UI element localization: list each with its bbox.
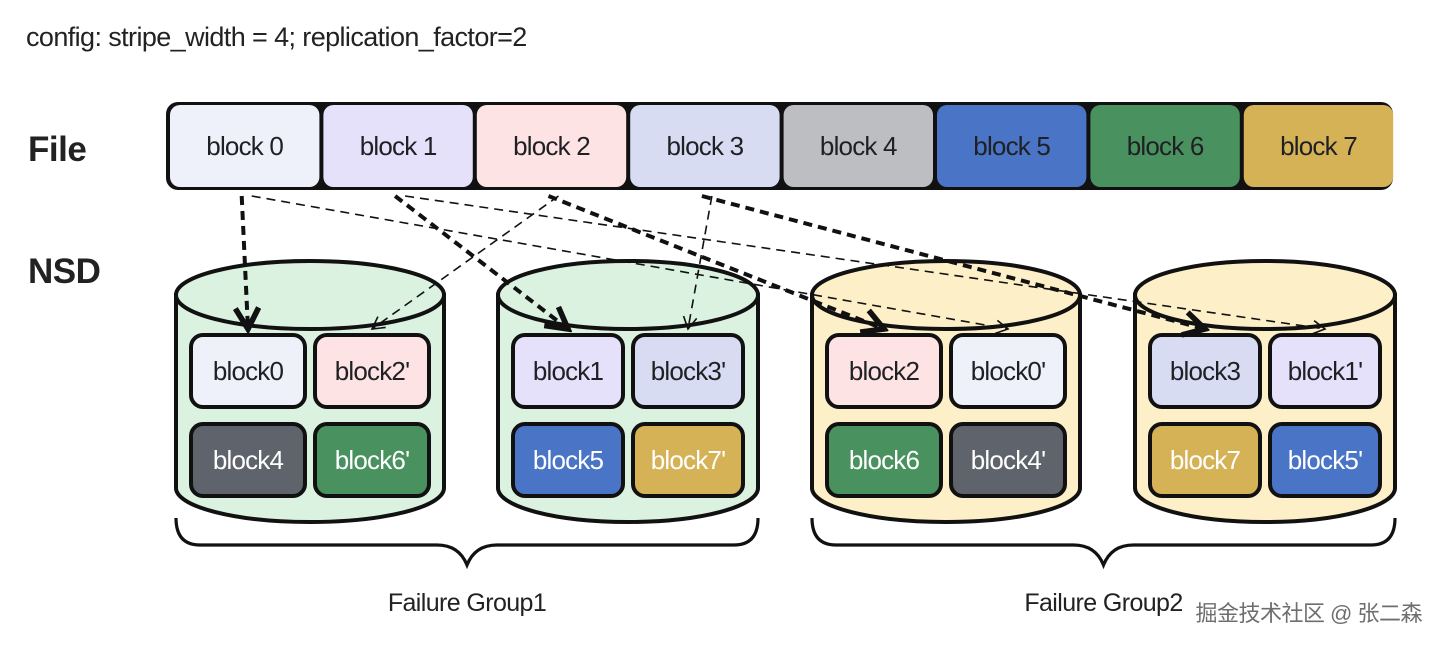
nsd-block-cell bbox=[511, 422, 625, 498]
file-block-0: block 0 bbox=[170, 105, 320, 187]
file-block-2: block 2 bbox=[476, 105, 627, 187]
file-block-cell bbox=[1090, 105, 1240, 187]
nsd-block-cell bbox=[189, 422, 307, 498]
nsd-block-cell bbox=[631, 422, 745, 498]
nsd-row-label: NSD bbox=[28, 252, 101, 291]
file-block-7: block 7 bbox=[1243, 105, 1394, 187]
nsd-block: block1 bbox=[511, 333, 625, 409]
replica-arrow-block2-to-nsd0 bbox=[370, 195, 559, 330]
nsd-block-cell bbox=[1148, 422, 1262, 498]
nsd-block-cell bbox=[825, 422, 943, 498]
nsd-block-cell bbox=[1268, 333, 1382, 409]
nsd-block-label: block6 bbox=[849, 445, 920, 475]
nsd-block: block2' bbox=[313, 333, 431, 409]
nsd-block-label: block1 bbox=[533, 356, 604, 386]
nsd-block-label: block1' bbox=[1288, 356, 1363, 386]
file-block-cell bbox=[937, 105, 1087, 187]
nsd-block: block6' bbox=[313, 422, 431, 498]
nsd-block-label: block4' bbox=[971, 445, 1046, 475]
primary-arrow-block2-to-nsd2 bbox=[547, 194, 885, 329]
nsd-block-label: block2 bbox=[849, 356, 920, 386]
nsd-top bbox=[496, 259, 760, 331]
file-block-label: block 7 bbox=[1280, 131, 1357, 161]
failure-group-brace bbox=[810, 517, 1397, 570]
file-block-label: block 6 bbox=[1127, 131, 1204, 161]
replica-arrow-block1-to-nsd3 bbox=[404, 195, 1327, 335]
file-block-6: block 6 bbox=[1090, 105, 1240, 187]
nsd-block-label: block2' bbox=[335, 356, 410, 386]
nsd-block-label: block5' bbox=[1288, 445, 1363, 475]
nsd-block: block7 bbox=[1148, 422, 1262, 498]
file-block-cell bbox=[630, 105, 780, 187]
nsd-block: block6 bbox=[825, 422, 943, 498]
nsd-block-label: block0' bbox=[971, 356, 1046, 386]
nsd-block-cell bbox=[631, 333, 745, 409]
nsd-block-label: block3 bbox=[1170, 356, 1241, 386]
nsd-block-cell bbox=[825, 333, 943, 409]
file-block-cell bbox=[323, 105, 473, 187]
nsd-block: block3 bbox=[1148, 333, 1262, 409]
file-block-label: block 3 bbox=[667, 131, 744, 161]
nsd-block: block1' bbox=[1268, 333, 1382, 409]
nsd-block-label: block6' bbox=[335, 445, 410, 475]
nsd-block: block3' bbox=[631, 333, 745, 409]
nsd-disk-3: block3 block1' block7 block5' bbox=[1133, 259, 1397, 524]
primary-arrow-block1-to-nsd1 bbox=[393, 194, 568, 329]
replica-arrow-block0-to-nsd2 bbox=[251, 195, 1010, 335]
primary-arrow-block0-to-nsd0 bbox=[242, 195, 248, 329]
failure-group-brace bbox=[174, 517, 760, 570]
file-bar: block 0 block 1 block 2 block 3 block 4 block… bbox=[166, 102, 1394, 190]
file-block-label: block 5 bbox=[973, 131, 1050, 161]
nsd-block: block5' bbox=[1268, 422, 1382, 498]
file-block-3: block 3 bbox=[630, 105, 780, 187]
nsd-block-label: block7 bbox=[1170, 445, 1241, 475]
nsd-block-label: block7' bbox=[651, 445, 726, 475]
nsd-block: block4' bbox=[949, 422, 1067, 498]
nsd-block-cell bbox=[1268, 422, 1382, 498]
nsd-block-cell bbox=[189, 333, 307, 409]
nsd-block: block7' bbox=[631, 422, 745, 498]
nsd-disk-2: block2 block0' block6 block4' bbox=[810, 259, 1082, 524]
nsd-block-label: block3' bbox=[651, 356, 726, 386]
nsd-block-label: block4 bbox=[213, 445, 284, 475]
file-block-4: block 4 bbox=[783, 105, 933, 187]
file-block-label: block 4 bbox=[820, 131, 897, 161]
file-block-cell bbox=[1243, 105, 1394, 187]
nsd-block-label: block0 bbox=[213, 356, 284, 386]
mapping-arrows bbox=[242, 194, 1327, 335]
nsd-block-cell bbox=[313, 333, 431, 409]
config-caption: config: stripe_width = 4; replication_fa… bbox=[26, 22, 527, 52]
file-block-5: block 5 bbox=[937, 105, 1087, 187]
nsd-block: block2 bbox=[825, 333, 943, 409]
nsd-block: block0' bbox=[949, 333, 1067, 409]
primary-arrow-block3-to-nsd3 bbox=[701, 194, 1205, 329]
failure-group-label: Failure Group2 bbox=[1024, 589, 1182, 617]
nsd-block-cell bbox=[949, 333, 1067, 409]
file-block-cell bbox=[170, 105, 320, 187]
nsd-block: block0 bbox=[189, 333, 307, 409]
file-block-cell bbox=[783, 105, 933, 187]
failure-groups: Failure Group1 Failure Group2 bbox=[174, 517, 1397, 617]
file-row-label: File bbox=[28, 130, 87, 169]
failure-group-label: Failure Group1 bbox=[388, 589, 546, 617]
nsd-block: block5 bbox=[511, 422, 625, 498]
file-block-1: block 1 bbox=[323, 105, 473, 187]
nsd-block-cell bbox=[511, 333, 625, 409]
file-block-cell bbox=[476, 105, 627, 187]
nsd-disk-1: block1 block3' block5 block7' bbox=[496, 259, 760, 524]
file-block-label: block 1 bbox=[360, 131, 437, 161]
file-block-label: block 2 bbox=[513, 131, 590, 161]
nsd-disk-0: block0 block2' block4 block6' bbox=[174, 259, 446, 524]
nsd-block-cell bbox=[313, 422, 431, 498]
nsd-block: block4 bbox=[189, 422, 307, 498]
nsd-top bbox=[174, 259, 446, 331]
watermark: 掘金技术社区 @ 张二森 bbox=[1195, 601, 1422, 626]
file-block-label: block 0 bbox=[206, 131, 283, 161]
nsd-block-cell bbox=[949, 422, 1067, 498]
nsd-block-label: block5 bbox=[533, 445, 604, 475]
replica-arrow-block3-to-nsd1 bbox=[682, 195, 713, 331]
